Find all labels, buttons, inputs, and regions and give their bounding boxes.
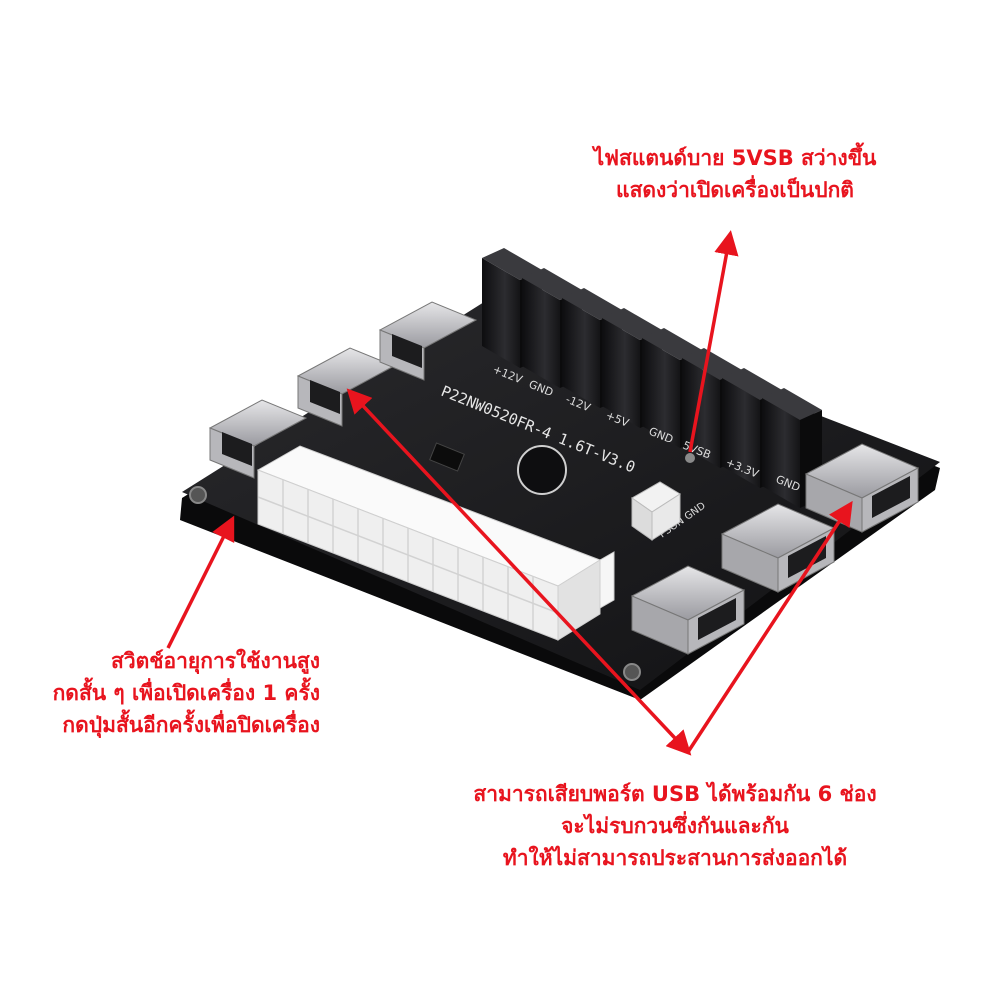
arrow-power-switch xyxy=(166,515,235,649)
capacitor xyxy=(517,445,567,495)
callout-line: จะไม่รบกวนซึ่งกันและกัน xyxy=(561,814,789,838)
callout-standby-led: ไฟสแตนด์บาย 5VSB สว่างขึ้น แสดงว่าเปิดเค… xyxy=(585,142,885,206)
usb-port xyxy=(720,503,836,593)
callout-line: ไฟสแตนด์บาย 5VSB สว่างขึ้น xyxy=(593,146,877,170)
callout-line: สามารถเสียบพอร์ต USB ได้พร้อมกัน 6 ช่อง xyxy=(473,782,877,806)
standby-led xyxy=(685,453,695,463)
arrow-standby-led xyxy=(688,230,739,453)
arrow-usb-right xyxy=(686,500,853,753)
arrow-usb-left xyxy=(346,388,692,756)
callout-power-switch: สวิตช์อายุการใช้งานสูง กดสั้น ๆ เพื่อเปิ… xyxy=(20,645,320,741)
annotation-arrows xyxy=(166,230,853,756)
callout-line: กดปุ่มสั้นอีกครั้งเพื่อปิดเครื่อง xyxy=(62,713,320,737)
mounting-hole xyxy=(189,486,207,504)
callout-usb-ports: สามารถเสียบพอร์ต USB ได้พร้อมกัน 6 ช่อง … xyxy=(450,778,900,874)
callout-line: ทำให้ไม่สามารถประสานการส่งออกได้ xyxy=(502,846,848,870)
callout-line: กดสั้น ๆ เพื่อเปิดเครื่อง 1 ครั้ง xyxy=(52,681,320,705)
usb-port xyxy=(378,301,478,381)
usb-port xyxy=(208,399,308,479)
callout-line: แสดงว่าเปิดเครื่องเป็นปกติ xyxy=(616,178,854,202)
mounting-hole xyxy=(623,663,641,681)
callout-line: สวิตช์อายุการใช้งานสูง xyxy=(111,649,320,673)
